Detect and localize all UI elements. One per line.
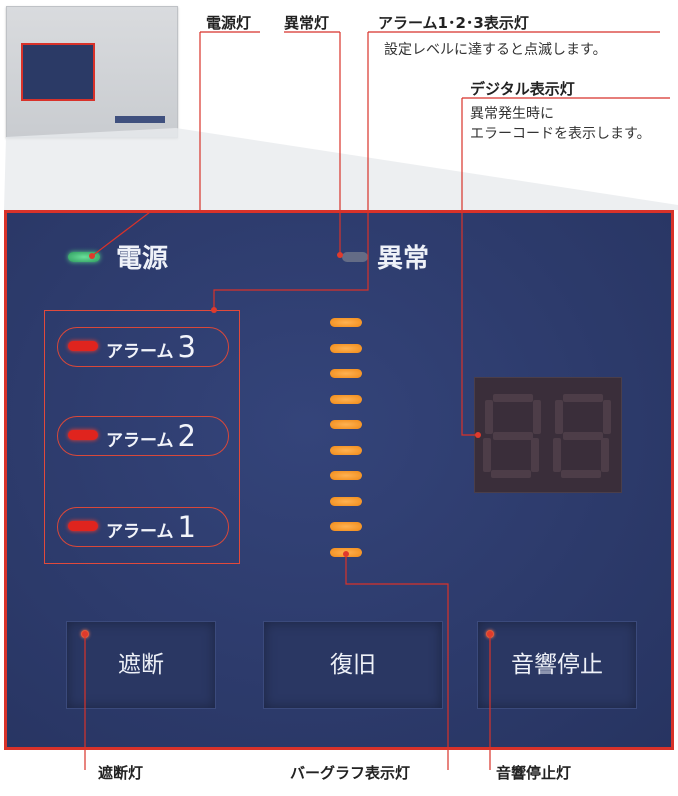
alarm-1-led [68,521,98,531]
bar-graph-segment [330,318,362,327]
alarm-2-number: 2 [177,419,196,453]
zoom-wedge [4,128,678,210]
callout-fault-lamp: 異常灯 [284,14,330,32]
fault-led [342,252,368,262]
bar-graph-segment [330,522,362,531]
unit-thumbnail [6,6,178,138]
bar-graph-segment [330,420,362,429]
alarm-lamps-note: 設定レベルに達すると点滅します。 [384,42,607,58]
power-led [68,252,100,262]
alarm-2-label: アラーム [106,431,174,451]
shutoff-button[interactable]: 遮断 [66,621,216,709]
bar-graph-segment [330,369,362,378]
bar-graph-segment [330,496,362,506]
callout-silence-lamp: 音響停止灯 [496,764,572,782]
callout-shutoff-lamp: 遮断灯 [98,764,144,782]
callout-digital-lamp: デジタル表示灯 [470,80,575,98]
digital-note-2: エラーコードを表示します。 [470,126,651,142]
power-label: 電源 [116,244,169,274]
bar-graph-segment [330,343,362,353]
bar-graph-segment [330,471,362,480]
silence-button[interactable]: 音響停止 [477,621,637,709]
shutoff-button-label: 遮断 [118,652,164,678]
thumbnail-highlight [21,43,95,101]
digital-note-1: 異常発生時に [470,106,554,122]
alarm-1-number: 1 [177,510,196,544]
digital-display [474,377,622,493]
bar-graph-segment [330,445,362,455]
alarm-2-led [68,430,98,440]
reset-button-label: 復旧 [330,652,376,678]
silence-button-label: 音響停止 [511,652,603,678]
alarm-3-led [68,341,98,351]
callout-alarm-lamps: アラーム1･2･3表示灯 [378,14,529,32]
bar-graph-segment [330,394,362,404]
alarm-3-label: アラーム [106,342,174,362]
fault-label: 異常 [377,244,430,274]
alarm-3-number: 3 [177,330,196,364]
callout-bargraph-lamp: バーグラフ表示灯 [290,764,411,782]
callout-power-lamp: 電源灯 [206,14,252,32]
thumbnail-logo [115,116,165,123]
reset-button[interactable]: 復旧 [263,621,443,709]
alarm-1-label: アラーム [106,522,174,542]
